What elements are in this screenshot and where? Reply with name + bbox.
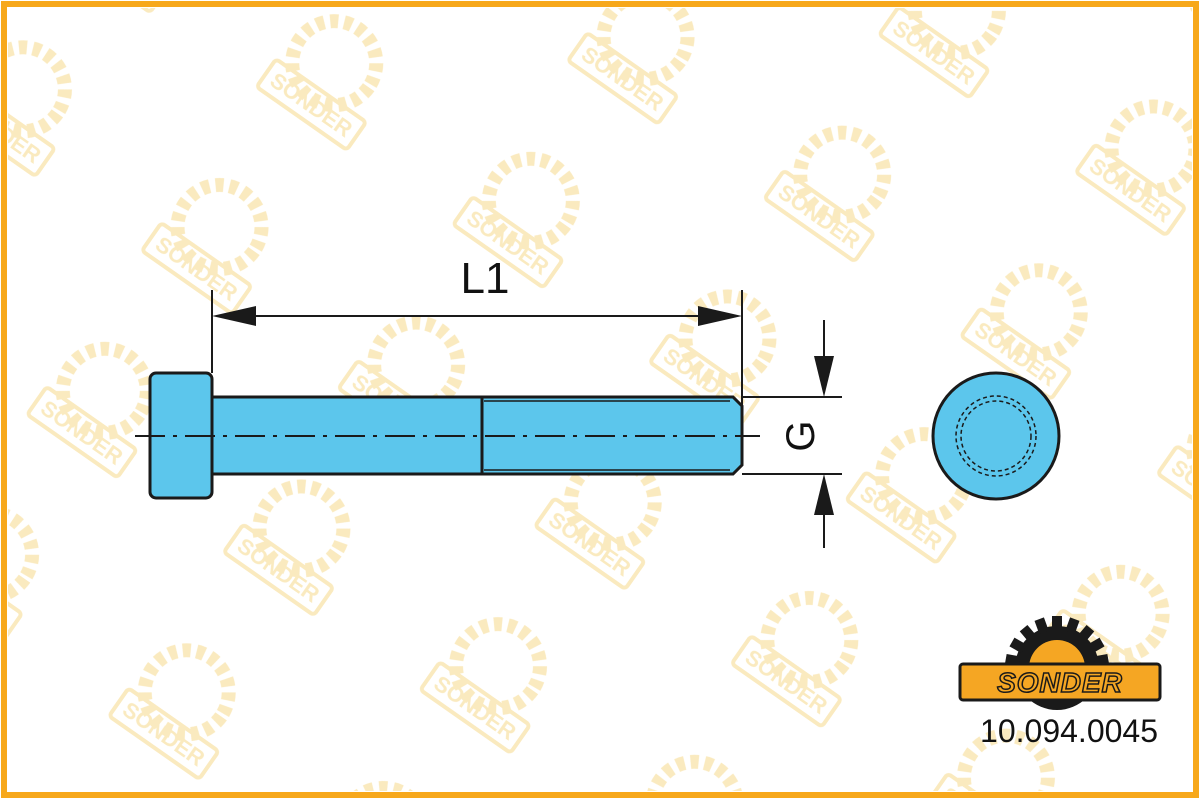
sonder-logo: SONDER	[958, 616, 1162, 710]
g-arrow-bottom	[814, 474, 834, 515]
g-arrow-top	[814, 356, 834, 397]
part-number: 10.094.0045	[980, 713, 1158, 749]
l1-label: L1	[461, 254, 510, 303]
l1-arrow-right	[698, 306, 742, 326]
logo-text: SONDER	[997, 667, 1123, 698]
end-view-thread-circle	[955, 395, 1037, 477]
l1-arrow-left	[212, 306, 256, 326]
end-view-circle	[931, 371, 1061, 501]
g-label: G	[779, 420, 823, 451]
logo-plate	[958, 662, 1162, 702]
end-view-inner-circle	[960, 400, 1032, 472]
